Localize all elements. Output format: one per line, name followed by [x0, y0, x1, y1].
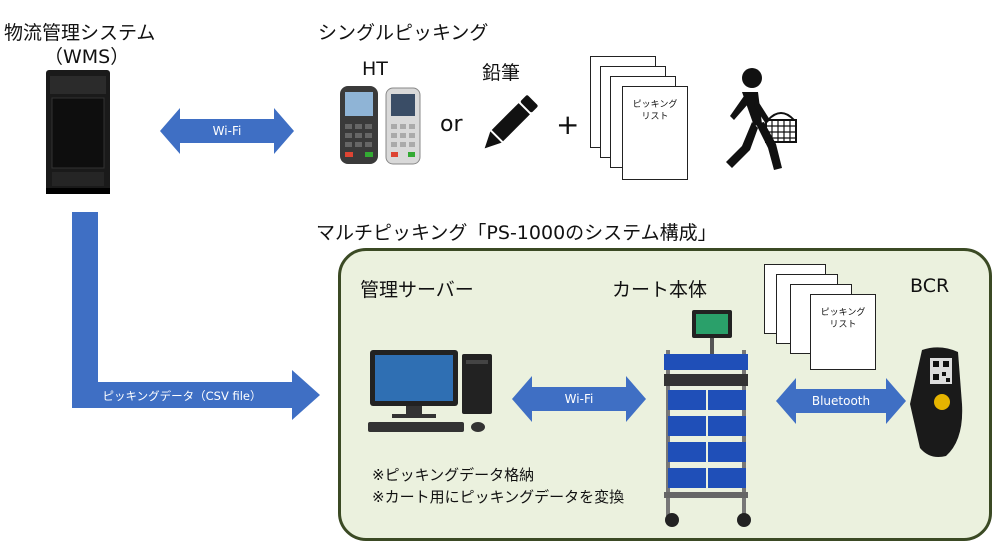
desktop-pc-icon [368, 350, 492, 432]
wifi-panel-label: Wi-Fi [565, 392, 594, 406]
picking-data-flow-arrow: ピッキングデータ（CSV file） [72, 212, 320, 420]
picking-list-document: ピッキングリスト [622, 86, 688, 180]
pencil-label: 鉛筆 [482, 62, 521, 84]
picking-data-label: ピッキングデータ（CSV file） [102, 389, 261, 403]
walking-picker-icon [726, 68, 797, 170]
bluetooth-label: Bluetooth [812, 394, 870, 408]
picking-list-text-line2: リスト [641, 112, 669, 122]
panel-picking-list-text-line1: ピッキング [820, 308, 866, 318]
wms-subtitle: （WMS） [44, 46, 130, 68]
cart-label: カート本体 [612, 279, 708, 301]
picking-list-text-line1: ピッキング [632, 100, 678, 110]
wifi-link-arrow: Wi-Fi [160, 108, 294, 154]
pencil-icon [484, 95, 538, 149]
multi-picking-title: マルチピッキング「PS-1000のシステム構成」 [316, 222, 717, 244]
server-note-conversion: ※カート用にピッキングデータを変換 [372, 488, 625, 506]
server-tower-icon [46, 70, 110, 194]
panel-picking-list-document: ピッキングリスト [810, 294, 876, 370]
server-note-storage: ※ピッキングデータ格納 [372, 466, 535, 484]
server-label: 管理サーバー [360, 279, 474, 301]
or-label: or [440, 112, 463, 137]
handheld-terminal-icon [340, 86, 421, 165]
wms-title: 物流管理システム [4, 22, 156, 44]
wifi-top-label: Wi-Fi [213, 124, 242, 138]
picking-cart-icon [664, 310, 751, 527]
panel-picking-list-text-line2: リスト [829, 320, 857, 330]
barcode-reader-icon [910, 347, 963, 457]
bluetooth-link-arrow: Bluetooth [776, 378, 906, 424]
single-picking-title: シングルピッキング [318, 22, 489, 44]
panel-wifi-arrow: Wi-Fi [512, 376, 646, 422]
plus-sign: + [556, 108, 580, 141]
bcr-label: BCR [910, 275, 950, 297]
ht-label: HT [362, 58, 388, 80]
